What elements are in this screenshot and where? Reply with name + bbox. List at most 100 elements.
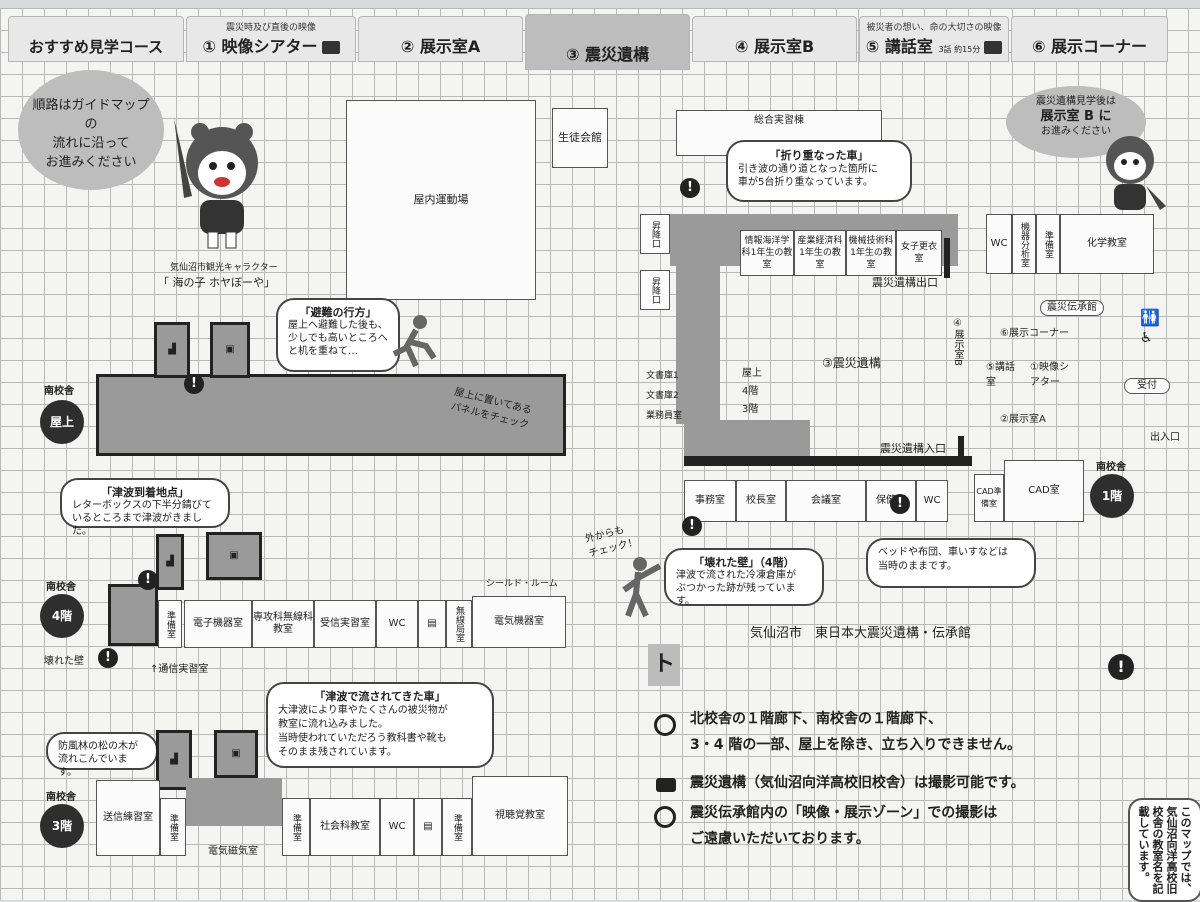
gym-building: 屋内運動場: [346, 100, 536, 300]
f4-room-prep: 準備室: [158, 600, 182, 648]
rooftop-school: 南校舎: [44, 386, 74, 397]
museum-exhibit-b[interactable]: ④展示室B: [952, 318, 963, 366]
pine-text: 防風林の松の木が: [58, 741, 138, 752]
check-point-icon[interactable]: !: [890, 494, 910, 514]
points-subtitle: 気仙沼市 東日本大震災遺構・伝承館: [750, 626, 972, 641]
f3-room-prep2: 準備室: [282, 798, 310, 856]
elevator-icon: ▣: [225, 344, 235, 355]
outside-check-note: 外からも チェック！: [583, 518, 639, 560]
stairs-icon: ▟: [170, 754, 178, 765]
f1-room-meeting: 会議室: [786, 480, 866, 522]
tab-disaster-remains-label: ③ 震災遺構: [565, 45, 650, 64]
after-visit-line: 展示室 B に: [1040, 109, 1112, 124]
tab-theater-label: ① 映像シアター: [202, 37, 318, 56]
remains-center-label: ③震災遺構: [822, 356, 881, 370]
entry-arrow-icon: [958, 436, 964, 466]
route-guide-bubble: 順路はガイドマップの 流れに沿って お進みください: [18, 70, 164, 190]
pine-bubble: 防風林の松の木が 流れこんでいます。: [46, 732, 158, 778]
lift-north: 昇降口: [640, 214, 670, 254]
course-tab-bar: おすすめ見学コース 震災時及び直後の映像 ① 映像シアター ② 展示室A ③ 震…: [8, 14, 1168, 72]
car-flood-text: 教室に流れ込みました。: [278, 719, 388, 730]
tsunami-reach-bubble: 「津波到着地点」 レターボックスの下半分錆びて いるところまで津波がきました。: [60, 478, 230, 537]
broken-wall-text: 津波で流された冷凍倉庫が: [676, 570, 796, 581]
hoyaboya-mascot-icon: [174, 118, 258, 249]
f4-room-wc: WC: [376, 600, 418, 648]
floor3-corridor: [186, 778, 282, 826]
pine-text: 流れこんでいます。: [58, 754, 128, 778]
floor1-badge: 1階: [1090, 474, 1134, 518]
f1-room-office: 事務室: [684, 480, 736, 522]
gym-label: 屋内運動場: [413, 193, 469, 206]
tab-lecture-label: ⑤ 講話室: [865, 37, 933, 56]
doc-room-1: 文書庫1: [646, 371, 679, 381]
floor3-elevator: ▣: [214, 730, 258, 778]
museum-exhibit-corner[interactable]: ⑥展示コーナー: [1000, 328, 1069, 339]
f4-stair-icon: ▤: [418, 600, 446, 648]
f1-room-wc-south: WC: [916, 480, 948, 522]
tab-lecture-time: 3話 約15分: [938, 45, 981, 54]
exit-arrow-icon: [944, 238, 950, 278]
tab-theater[interactable]: 震災時及び直後の映像 ① 映像シアター: [186, 16, 356, 62]
tab-disaster-remains[interactable]: ③ 震災遺構: [525, 14, 690, 70]
broken-wall-text: ぶつかった跡が残っています。: [676, 583, 796, 607]
running-person-icon: [392, 315, 437, 368]
mascot-org: 気仙沼市観光キャラクター: [170, 263, 278, 273]
tab-exhibit-a-label: ② 展示室A: [400, 37, 481, 56]
no-entry-icon: [654, 714, 676, 736]
check-point-icon[interactable]: !: [682, 516, 702, 536]
museum-exhibit-a[interactable]: ②展示室A: [1000, 414, 1046, 425]
tab-lecture-room[interactable]: 被災者の想い、命の大切さの映像 ⑤ 講話室 3話 約15分: [859, 16, 1009, 62]
route-guide-line: 順路はガイドマップの: [32, 98, 150, 132]
tab-intro-label: おすすめ見学コース: [28, 38, 164, 56]
floor4-corridor: [108, 584, 158, 646]
museum-entrance[interactable]: 出入口: [1150, 432, 1180, 443]
elevator-icon: ▣: [229, 550, 239, 561]
elevator-icon: ▣: [231, 748, 241, 759]
rule-no-photo-line1: 震災伝承館内の「映像・展示ゾーン」での撮影は: [690, 805, 998, 821]
rule-no-entry-line1: 北校舎の１階廊下、南校舎の１階廊下、: [690, 711, 942, 727]
check-point-icon[interactable]: !: [184, 374, 204, 394]
f4-room-electric: 電気機器室: [472, 596, 566, 648]
stacked-cars-bubble: 「折り重なった車」 引き波の通り道となった箇所に 車が5台折り重なっています。: [726, 140, 912, 202]
stairs-icon: ▟: [166, 556, 174, 567]
check-point-icon[interactable]: !: [138, 570, 158, 590]
floor1-school: 南校舎: [1096, 462, 1126, 473]
tab-exhibit-corner[interactable]: ⑥ 展示コーナー: [1011, 16, 1168, 62]
f1-room-analysis: 機器分析室: [1012, 214, 1036, 274]
tab-theater-sub: 震災時及び直後の映像: [225, 23, 316, 33]
museum-lecture-room[interactable]: ⑤講話室: [986, 362, 1015, 388]
f4-room-receiver: 受信実習室: [314, 600, 376, 648]
broken-wall-label: 壊れた壁: [44, 656, 84, 667]
film-icon: [321, 41, 340, 54]
bed-text: 当時のままです。: [878, 561, 957, 572]
broken-wall-title: 「壊れた壁」（4階）: [693, 556, 795, 569]
rooftop-plan: [96, 374, 566, 456]
museum-theater[interactable]: ①映像シアター: [1030, 362, 1069, 388]
f3-bottom-room: 電気磁気室: [208, 846, 258, 857]
rooftop-floor-badge: 屋上: [40, 400, 84, 444]
f3-room-prep1: 準備室: [160, 798, 186, 856]
floor4-school: 南校舎: [46, 582, 76, 593]
comm-room-label: ↑通信実習室: [150, 664, 209, 675]
corner-note-bubble: このマップでは、気仙沼向洋高校旧校舎の教室名を記載しています。: [1128, 798, 1200, 902]
rule-no-entry-line2: 3・4 階の一部、屋上を除き、立ち入りできません。: [690, 737, 1021, 753]
f3-room-av: 視聴覚教室: [472, 776, 568, 856]
check-point-icon[interactable]: !: [680, 178, 700, 198]
rooftop-stair: ▟: [154, 322, 190, 378]
f1-room-locker: 女子更衣室: [896, 230, 942, 276]
f3-stair-icon: ▤: [414, 798, 442, 856]
exclamation-icon: !: [1108, 654, 1134, 680]
tab-course-intro[interactable]: おすすめ見学コース: [8, 16, 184, 62]
tab-exhibit-b[interactable]: ④ 展示室B: [692, 16, 857, 62]
student-hall: 生徒会館: [552, 108, 608, 168]
bed-bubble: ベッドや布団、車いすなどは 当時のままです。: [866, 538, 1036, 588]
after-visit-line: 震災遺構見学後は: [1036, 96, 1116, 107]
entry-route-line: [684, 456, 972, 466]
stacked-cars-title: 「折り重なった車」: [769, 149, 869, 162]
tab-exhibit-a[interactable]: ② 展示室A: [358, 16, 523, 62]
floor4-badge: 4階: [40, 594, 84, 638]
stair-4f-label: 4階: [742, 386, 759, 397]
check-point-icon[interactable]: !: [98, 648, 118, 668]
f1-room-marine: 情報海洋学科1年生の教室: [740, 230, 794, 276]
stair-3f-label: 3階: [742, 404, 759, 415]
